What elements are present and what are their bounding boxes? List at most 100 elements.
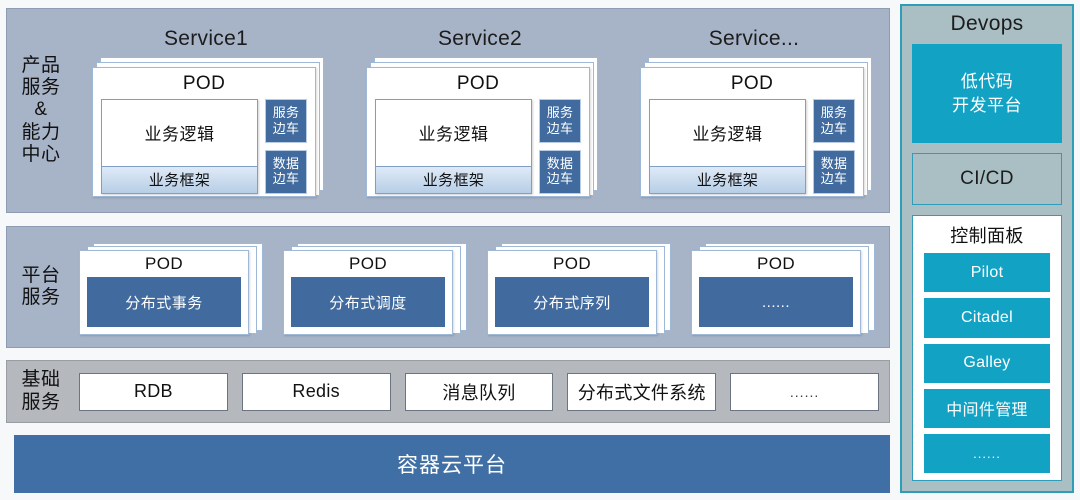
pod-title: POD xyxy=(456,72,500,94)
devops-title: Devops xyxy=(950,12,1024,35)
control-panel-item-citadel[interactable]: Citadel xyxy=(924,298,1050,338)
sidecar-label-line: 服务 xyxy=(820,105,848,121)
pod-stack: POD 业务逻辑 业务框架 服务 边车 xyxy=(92,56,324,197)
base-service-box[interactable]: 分布式文件系统 xyxy=(567,372,717,411)
row-label-line: 基础 xyxy=(21,369,61,391)
pod-card[interactable]: POD ...... xyxy=(691,250,861,335)
row-label-line: 产品 xyxy=(21,55,61,77)
control-panel-card: 控制面板 Pilot Citadel Galley 中间件管理 ...... xyxy=(912,215,1062,481)
business-logic-box: 业务逻辑 xyxy=(692,125,763,145)
pod-title: POD xyxy=(552,254,592,273)
service-sidecar-box: 服务 边车 xyxy=(813,99,855,143)
service-group[interactable]: Service2 POD 业务逻辑 业务框架 xyxy=(353,22,607,200)
platform-service-box: 分布式调度 xyxy=(291,277,445,327)
control-panel-title: 控制面板 xyxy=(950,226,1024,247)
devops-panel: Devops 低代码 开发平台 CI/CD 控制面板 Pilot Citadel… xyxy=(900,4,1074,493)
product-services-body: Service1 POD 业务逻辑 业务框架 xyxy=(75,9,889,212)
sidecar-label-line: 服务 xyxy=(272,105,300,121)
platform-service-box: ...... xyxy=(699,277,853,327)
row-label-line: 中心 xyxy=(21,143,61,165)
control-panel-item-middleware[interactable]: 中间件管理 xyxy=(924,388,1050,428)
row-label-line: 服务 xyxy=(21,391,61,413)
pod-card[interactable]: POD 业务逻辑 业务框架 服务 边车 xyxy=(366,66,590,197)
base-services-body: RDB Redis 消息队列 分布式文件系统 ...... xyxy=(75,361,889,422)
business-logic-box: 业务逻辑 xyxy=(418,125,489,145)
pod-card[interactable]: POD 分布式序列 xyxy=(487,250,657,335)
platform-pod-stack[interactable]: POD 分布式序列 xyxy=(487,239,677,335)
business-column: 业务逻辑 业务框架 xyxy=(375,99,532,194)
pod-inner: 业务逻辑 业务框架 服务 边车 数据 xyxy=(375,99,581,194)
sidecar-label-line: 边车 xyxy=(546,171,574,187)
pod-inner: 业务逻辑 业务框架 服务 边车 数据 xyxy=(649,99,855,194)
platform-service-box: 分布式事务 xyxy=(87,277,241,327)
row-label-line: 服务 xyxy=(21,287,61,308)
row-label-line: & xyxy=(34,99,48,121)
business-column: 业务逻辑 业务框架 xyxy=(649,99,806,194)
platform-pod-stack[interactable]: POD ...... xyxy=(691,239,881,335)
row-base-services: 基础 服务 RDB Redis 消息队列 分布式文件系统 ...... xyxy=(6,360,890,423)
service-group[interactable]: Service... POD 业务逻辑 业务框架 xyxy=(627,22,881,200)
base-service-box[interactable]: Redis xyxy=(241,372,391,411)
row-label-platform-services: 平台 服务 xyxy=(7,227,75,347)
business-framework-box: 业务框架 xyxy=(650,165,805,193)
sidecar-label-line: 边车 xyxy=(820,171,848,187)
sidecar-label-line: 边车 xyxy=(272,120,300,136)
sidecar-label-line: 数据 xyxy=(272,155,300,171)
pod-stack: POD 业务逻辑 业务框架 服务 边车 xyxy=(366,56,598,197)
pod-title: POD xyxy=(348,254,388,273)
cicd-box[interactable]: CI/CD xyxy=(912,153,1062,206)
pod-title: POD xyxy=(756,254,796,273)
control-panel-item-pilot[interactable]: Pilot xyxy=(924,253,1050,293)
sidecar-column: 服务 边车 数据 边车 xyxy=(265,99,307,194)
row-label-line: 平台 xyxy=(21,264,61,286)
base-service-box[interactable]: RDB xyxy=(79,372,228,411)
row-platform-services: 平台 服务 POD 分布式事务 POD 分布式调 xyxy=(6,226,890,348)
pod-card[interactable]: POD 分布式事务 xyxy=(79,250,249,335)
control-panel-list: Pilot Citadel Galley 中间件管理 ...... xyxy=(924,253,1050,473)
pod-card[interactable]: POD 业务逻辑 业务框架 服务 边车 xyxy=(640,66,864,197)
container-cloud-platform-label: 容器云平台 xyxy=(397,454,507,477)
pod-title: POD xyxy=(144,254,184,273)
base-service-box[interactable]: 消息队列 xyxy=(404,372,554,411)
row-label-line: 服务 xyxy=(21,77,61,99)
sidecar-label-line: 数据 xyxy=(546,155,574,171)
pod-card[interactable]: POD 分布式调度 xyxy=(283,250,453,335)
business-logic-box: 业务逻辑 xyxy=(144,125,215,145)
data-sidecar-box: 数据 边车 xyxy=(539,149,581,194)
service-title: Service... xyxy=(708,26,800,50)
row-label-line: 能力 xyxy=(21,121,61,143)
service-group[interactable]: Service1 POD 业务逻辑 业务框架 xyxy=(79,22,333,200)
pod-inner: 业务逻辑 业务框架 服务 边车 数据 xyxy=(101,99,307,194)
service-sidecar-box: 服务 边车 xyxy=(265,99,307,143)
sidecar-label-line: 边车 xyxy=(272,171,300,187)
pod-stack: POD 业务逻辑 业务框架 服务 边车 xyxy=(640,56,872,197)
control-panel-item-galley[interactable]: Galley xyxy=(924,343,1050,383)
data-sidecar-box: 数据 边车 xyxy=(265,149,307,194)
service-title: Service1 xyxy=(163,26,249,50)
service-title: Service2 xyxy=(437,26,523,50)
control-panel-item-more[interactable]: ...... xyxy=(924,433,1050,473)
lowcode-label-line: 开发平台 xyxy=(952,95,1022,115)
platform-services-body: POD 分布式事务 POD 分布式调度 POD xyxy=(75,227,889,347)
row-product-services: 产品 服务 & 能力 中心 Service1 POD xyxy=(6,8,890,213)
service-sidecar-box: 服务 边车 xyxy=(539,99,581,143)
main-column: 产品 服务 & 能力 中心 Service1 POD xyxy=(6,4,890,498)
sidecar-label-line: 边车 xyxy=(820,120,848,136)
base-service-box-more[interactable]: ...... xyxy=(730,372,879,411)
sidecar-label-line: 边车 xyxy=(546,120,574,136)
sidecar-column: 服务 边车 数据 边车 xyxy=(539,99,581,194)
business-framework-box: 业务框架 xyxy=(102,165,257,193)
platform-pod-stack[interactable]: POD 分布式调度 xyxy=(283,239,473,335)
platform-service-box: 分布式序列 xyxy=(495,277,649,327)
container-cloud-platform-bar: 容器云平台 xyxy=(14,435,890,493)
pod-title: POD xyxy=(182,72,226,94)
business-framework-box: 业务框架 xyxy=(376,165,531,193)
sidecar-column: 服务 边车 数据 边车 xyxy=(813,99,855,194)
pod-card[interactable]: POD 业务逻辑 业务框架 服务 边车 xyxy=(92,66,316,197)
data-sidecar-box: 数据 边车 xyxy=(813,149,855,194)
sidecar-label-line: 数据 xyxy=(820,155,848,171)
row-label-base-services: 基础 服务 xyxy=(7,361,75,422)
platform-pod-stack[interactable]: POD 分布式事务 xyxy=(79,239,269,335)
lowcode-platform-box[interactable]: 低代码 开发平台 xyxy=(912,44,1062,144)
